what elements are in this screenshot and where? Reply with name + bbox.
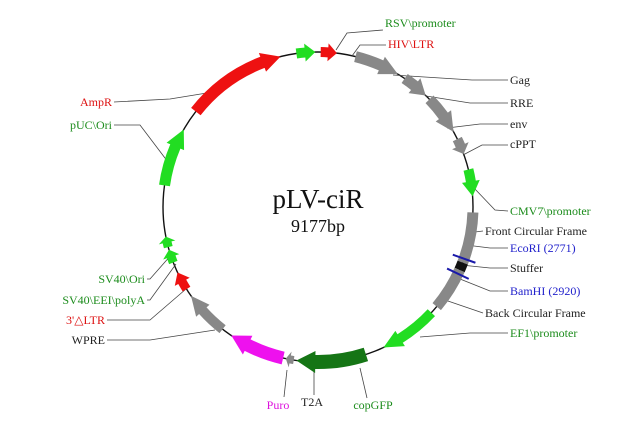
segment-ampr <box>191 52 281 116</box>
label-cppt: cPPT <box>510 137 537 151</box>
leader-ecori-2771 <box>465 244 508 249</box>
label-sv40-eei-polya: SV40\EEI\polyA <box>62 293 145 307</box>
leader-env <box>446 123 508 129</box>
segment-copgfp <box>296 347 369 373</box>
label-rre: RRE <box>510 96 533 110</box>
leader-puc-ori <box>114 124 169 163</box>
segment-ef1-promoter <box>383 309 436 348</box>
feature-segments <box>158 43 480 373</box>
label-wpre: WPRE <box>72 333 105 347</box>
segment-puc-ori <box>159 129 185 187</box>
segment-t2a <box>285 351 295 368</box>
segment-sv40-ori <box>158 236 176 249</box>
label-cmv7-promoter: CMV7\promoter <box>510 204 591 218</box>
segment-sv40-eei-polya <box>163 249 180 265</box>
label-hiv-ltr: HIV\LTR <box>388 37 434 51</box>
label-gag: Gag <box>510 73 530 87</box>
leader-hiv-ltr <box>351 44 386 57</box>
plasmid-size: 9177bp <box>291 216 345 236</box>
label-stuffer: Stuffer <box>510 261 543 275</box>
label-env: env <box>510 117 527 131</box>
label-ecori-2771: EcoRI (2771) <box>510 241 576 255</box>
leader-puro <box>283 369 288 398</box>
site-ecori-2771 <box>452 253 476 264</box>
leader-sv40-eei-polya <box>147 263 177 301</box>
segment-3-ltr <box>174 272 191 292</box>
segment-back-circular-frame <box>432 267 465 311</box>
segment-stuffer <box>454 260 468 273</box>
leader-rre <box>425 95 508 104</box>
label-t2a: T2A <box>301 395 323 409</box>
leader-back-circular-frame <box>444 299 484 314</box>
site-bamhi-2920 <box>446 267 470 280</box>
plasmid-name: pLV-ciR <box>272 184 363 214</box>
label-front-circular-frame: Front Circular Frame <box>485 224 587 238</box>
segment-front-circular-frame <box>457 212 479 265</box>
label-rsv-promoter: RSV\promoter <box>385 16 456 30</box>
leader-3-ltr <box>107 288 187 321</box>
label-back-circular-frame: Back Circular Frame <box>485 306 586 320</box>
label-3-ltr: 3'△LTR <box>66 313 105 327</box>
leader-copgfp <box>359 367 368 399</box>
leader-ef1-promoter <box>419 332 508 338</box>
label-ampr: AmpR <box>80 95 112 109</box>
segment-cppt <box>452 136 469 154</box>
label-puro: Puro <box>267 398 290 412</box>
segment-rre <box>401 73 426 96</box>
leader-cmv7-promoter <box>473 187 509 212</box>
label-puc-ori: pUC\Ori <box>70 118 113 132</box>
leader-wpre <box>107 329 216 341</box>
leader-sv40-ori <box>147 253 173 280</box>
segment-gag <box>354 51 398 75</box>
leader-stuffer <box>460 264 508 269</box>
segment-cmv7-promoter <box>461 168 480 197</box>
leader-bamhi-2920 <box>454 276 508 292</box>
label-ef1-promoter: EF1\promoter <box>510 326 577 340</box>
label-sv40-ori: SV40\Ori <box>98 272 145 286</box>
segment-env <box>425 95 454 132</box>
segment-wpre <box>191 295 226 334</box>
leader-cppt <box>462 144 508 156</box>
segment-hiv-ltr <box>320 43 337 62</box>
segment-puro <box>231 335 285 365</box>
label-bamhi-2920: BamHI (2920) <box>510 284 580 298</box>
leader-rsv-promoter <box>335 29 384 51</box>
leader-gag <box>392 74 508 81</box>
label-copgfp: copGFP <box>353 398 393 412</box>
segment-rsv-promoter <box>295 43 316 62</box>
leader-ampr <box>113 91 214 103</box>
label-leader-lines <box>107 29 509 399</box>
